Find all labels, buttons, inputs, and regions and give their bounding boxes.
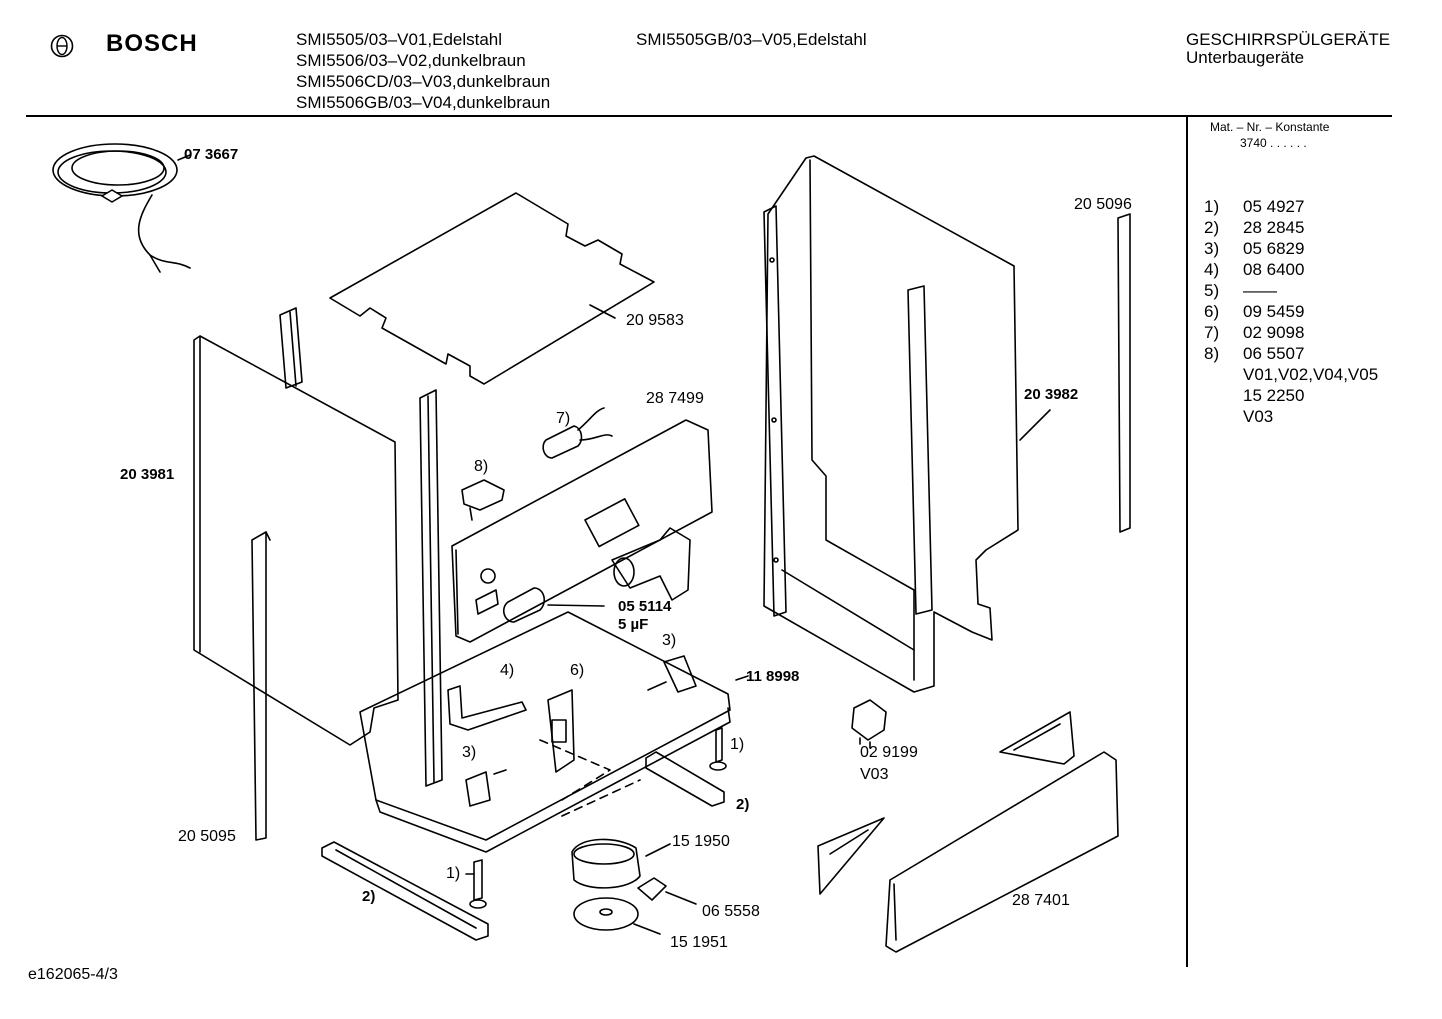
- screw-right-part: [715, 727, 723, 763]
- label-n2-left: 2): [362, 888, 376, 905]
- part-4: [447, 685, 527, 731]
- part-number-value: 15 2250: [1243, 386, 1305, 405]
- label-n8: 8): [474, 458, 489, 475]
- bracket-left-part: [817, 817, 885, 895]
- motor-part: [571, 838, 641, 889]
- label-base: 11 8998: [746, 668, 800, 685]
- label-relay-variant: V03: [860, 766, 889, 783]
- disc-part: [573, 897, 639, 931]
- label-door-frame: 20 3982: [1024, 386, 1079, 403]
- drawing-code: e162065-4/3: [28, 966, 118, 983]
- label-n1-right: 1): [730, 736, 745, 753]
- part-number-index: 3): [1204, 239, 1220, 258]
- header-rule: [26, 115, 1392, 117]
- label-strip-left: 20 5095: [178, 828, 236, 845]
- part-number-value: ——: [1243, 281, 1277, 300]
- part-number-value: V03: [1243, 407, 1274, 426]
- foot-left-part: [321, 841, 489, 941]
- label-n3-right: 3): [662, 632, 677, 649]
- label-n1-left: 1): [446, 865, 461, 882]
- part-number-index: 1): [1204, 197, 1220, 216]
- label-n3-left: 3): [462, 744, 477, 761]
- label-n6: 6): [570, 662, 585, 679]
- part-number-value: 06 5507: [1243, 344, 1305, 363]
- part-number-value: 09 5459: [1243, 302, 1305, 321]
- bracket-right-part: [999, 711, 1075, 765]
- part-3-right: [663, 655, 697, 693]
- part-number-value: V01,V02,V04,V05: [1243, 365, 1379, 384]
- control-panel-part: [451, 419, 713, 643]
- door-frame-part: [763, 155, 1019, 693]
- top-panel-part: [329, 192, 655, 385]
- relay-part: [851, 699, 887, 741]
- label-motor-part: 06 5558: [702, 903, 760, 920]
- label-control-panel: 28 7499: [646, 390, 704, 407]
- model-line-3: SMI5506CD/03–V03,dunkelbraun: [296, 72, 551, 91]
- label-n4: 4): [500, 662, 515, 679]
- part-number-index: 4): [1204, 260, 1220, 279]
- sidebar-divider: [1186, 117, 1188, 967]
- right-strip-part: [1117, 213, 1131, 533]
- model-line-4: SMI5506GB/03–V04,dunkelbraun: [296, 93, 551, 112]
- model-line-1: SMI5505/03–V01,Edelstahl: [296, 30, 503, 49]
- part-number-value: 05 4927: [1243, 197, 1305, 216]
- label-motor: 15 1950: [672, 833, 730, 850]
- part-7: [542, 425, 583, 459]
- label-disc: 15 1951: [670, 934, 728, 951]
- screw-left-part: [473, 859, 483, 901]
- part-number-value: 05 6829: [1243, 239, 1305, 258]
- part-3-left: [465, 771, 491, 807]
- left-strip-part: [251, 531, 267, 841]
- part-8: [461, 479, 505, 511]
- part-number-index: 6): [1204, 302, 1220, 321]
- label-strip-right: 20 5096: [1074, 196, 1132, 213]
- label-side-left: 20 3981: [120, 466, 175, 483]
- model-line-5: SMI5505GB/03–V05,Edelstahl: [636, 30, 867, 49]
- label-capacitor-value: 5 µF: [618, 616, 649, 633]
- part-6: [547, 689, 575, 773]
- part-number-value: 28 2845: [1243, 218, 1305, 237]
- label-n7: 7): [556, 410, 571, 427]
- label-capacitor: 05 5114: [618, 598, 672, 615]
- duct-part: [611, 527, 691, 601]
- bosch-logo-icon: [50, 34, 74, 58]
- category-title: GESCHIRRSPÜLGERÄTE: [1186, 30, 1391, 49]
- model-line-2: SMI5506/03–V02,dunkelbraun: [296, 51, 526, 70]
- capacitor-part: [502, 587, 546, 623]
- mat-value: 3740 . . . . . .: [1240, 136, 1307, 150]
- label-cable: 07 3667: [184, 146, 239, 163]
- part-number-index: 5): [1204, 281, 1220, 300]
- kick-plate-part: [885, 751, 1119, 953]
- mat-title: Mat. – Nr. – Konstante: [1210, 120, 1330, 134]
- part-number-index: 2): [1204, 218, 1220, 237]
- label-kick-plate: 28 7401: [1012, 892, 1070, 909]
- part-number-index: 8): [1204, 344, 1220, 363]
- part-number-value: 08 6400: [1243, 260, 1305, 279]
- category-subtitle: Unterbaugeräte: [1186, 48, 1305, 67]
- label-n2-right: 2): [736, 796, 750, 813]
- left-side-panel-part: [193, 335, 399, 746]
- motor-clip-part: [637, 877, 667, 901]
- power-cable-part: [52, 143, 191, 273]
- part-number-value: 02 9098: [1243, 323, 1305, 342]
- brand-name: BOSCH: [106, 30, 198, 57]
- label-relay: 02 9199: [860, 744, 918, 761]
- foot-right-part: [645, 751, 725, 807]
- label-top-panel: 20 9583: [626, 312, 684, 329]
- part-number-index: 7): [1204, 323, 1220, 342]
